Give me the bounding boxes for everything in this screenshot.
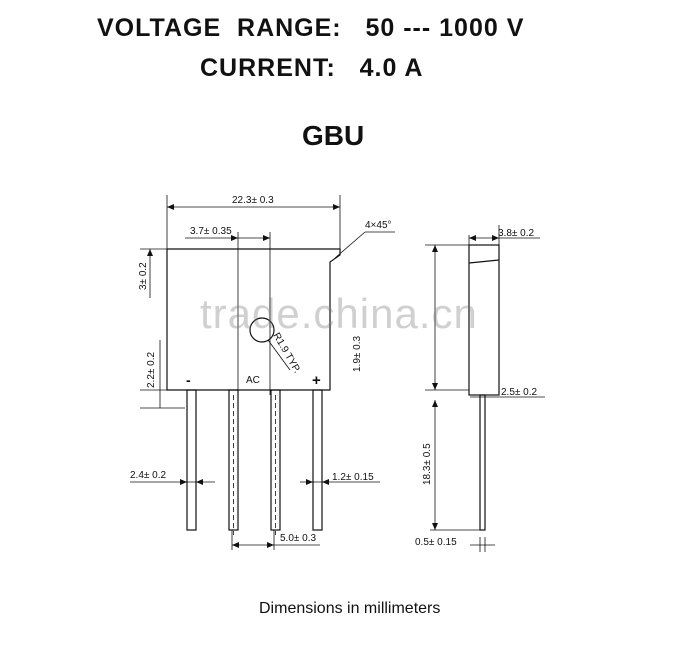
body-height-dim: 3± 0.2: [138, 262, 149, 290]
standoff-dim: 2.5± 0.2: [501, 387, 538, 398]
lead-length-top-dim: 2.2± 0.2: [146, 351, 157, 388]
pin-pitch-dim: 5.0± 0.3: [280, 533, 317, 544]
side-view: [468, 244, 500, 531]
lead-width-dim: 1.2± 0.15: [332, 472, 374, 483]
thickness-dim: 3.8± 0.2: [498, 228, 535, 239]
watermark: trade.china.cn: [200, 290, 478, 337]
side-lead: [479, 394, 486, 531]
lead-4: [312, 389, 323, 531]
voltage-range-heading: VOLTAGE RANGE: 50 --- 1000 V: [97, 14, 525, 42]
pin-offset-dim: 3.7± 0.35: [190, 226, 232, 237]
package-name: GBU: [302, 120, 365, 151]
minus-marking: -: [186, 372, 191, 388]
chamfer-dim: 4×45°: [365, 220, 392, 231]
lead-2: [228, 389, 239, 531]
plus-marking: +: [312, 372, 321, 389]
pin-width-dim: 2.4± 0.2: [130, 470, 167, 481]
footer-note: Dimensions in millimeters: [259, 600, 441, 617]
overall-width-dim: 22.3± 0.3: [232, 195, 274, 206]
current-heading: CURRENT: 4.0 A: [200, 54, 424, 82]
lead-1: [186, 389, 197, 531]
side-mark-dim: 1.9± 0.3: [352, 335, 363, 372]
ac-marking: AC: [246, 375, 260, 386]
lead-length-dim: 18.3± 0.5: [422, 443, 433, 485]
lead-thickness-dim: 0.5± 0.15: [415, 537, 457, 548]
lead-3: [270, 389, 281, 531]
mounting-hole: [249, 317, 275, 343]
